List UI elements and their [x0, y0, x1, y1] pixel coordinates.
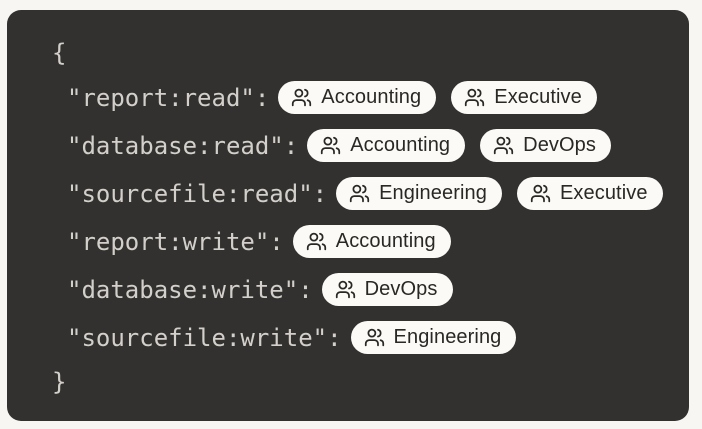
group-badge-label: Accounting	[335, 230, 436, 252]
badge-group: DevOps	[321, 273, 453, 306]
users-icon	[292, 88, 312, 107]
permission-row: "database:write": DevOps	[52, 273, 669, 306]
group-badge: Accounting	[292, 225, 451, 258]
group-badge: Accounting	[278, 81, 437, 114]
group-badge-label: Engineering	[393, 326, 502, 348]
permission-key: "report:read":	[67, 83, 270, 112]
group-badge: Engineering	[336, 177, 502, 210]
group-badge: Executive	[516, 177, 663, 210]
users-icon	[364, 328, 384, 347]
group-badge: Executive	[451, 81, 597, 114]
group-badge-label: Engineering	[379, 182, 487, 204]
permission-key: "report:write":	[67, 227, 284, 256]
badge-group: Engineering	[350, 321, 517, 354]
close-brace: }	[52, 368, 67, 396]
users-icon	[494, 136, 514, 155]
permission-key: "database:read":	[67, 131, 299, 160]
badge-group: Accounting	[292, 225, 451, 258]
permission-row: "database:read": Accounting DevOps	[52, 129, 669, 162]
badge-group: Engineering Executive	[336, 177, 663, 210]
group-badge-label: Accounting	[350, 134, 451, 156]
permission-rows: "report:read": Accounting Executive "dat…	[52, 81, 669, 354]
badge-group: Accounting Executive	[278, 81, 597, 114]
users-icon	[530, 184, 551, 203]
group-badge: Accounting	[307, 129, 466, 162]
users-icon	[465, 88, 485, 107]
permission-key: "sourcefile:write":	[67, 323, 342, 352]
group-badge-label: Executive	[559, 182, 648, 204]
permissions-code-block: { "report:read": Accounting Executive "d…	[7, 10, 689, 421]
open-brace: {	[52, 39, 67, 67]
permission-row: "report:read": Accounting Executive	[52, 81, 669, 114]
users-icon	[349, 184, 370, 203]
group-badge-label: Accounting	[321, 86, 422, 108]
users-icon	[306, 232, 326, 251]
permission-key: "database:write":	[67, 275, 313, 304]
group-badge-label: Executive	[494, 86, 582, 108]
group-badge: DevOps	[480, 129, 612, 162]
users-icon	[321, 136, 341, 155]
group-badge: DevOps	[321, 273, 453, 306]
group-badge: Engineering	[350, 321, 517, 354]
group-badge-label: DevOps	[523, 134, 597, 156]
permission-row: "report:write": Accounting	[52, 225, 669, 258]
badge-group: Accounting DevOps	[307, 129, 612, 162]
users-icon	[335, 280, 355, 299]
permission-row: "sourcefile:read": Engineering Executive	[52, 177, 669, 210]
permission-key: "sourcefile:read":	[67, 179, 328, 208]
permission-row: "sourcefile:write": Engineering	[52, 321, 669, 354]
group-badge-label: DevOps	[364, 278, 438, 300]
